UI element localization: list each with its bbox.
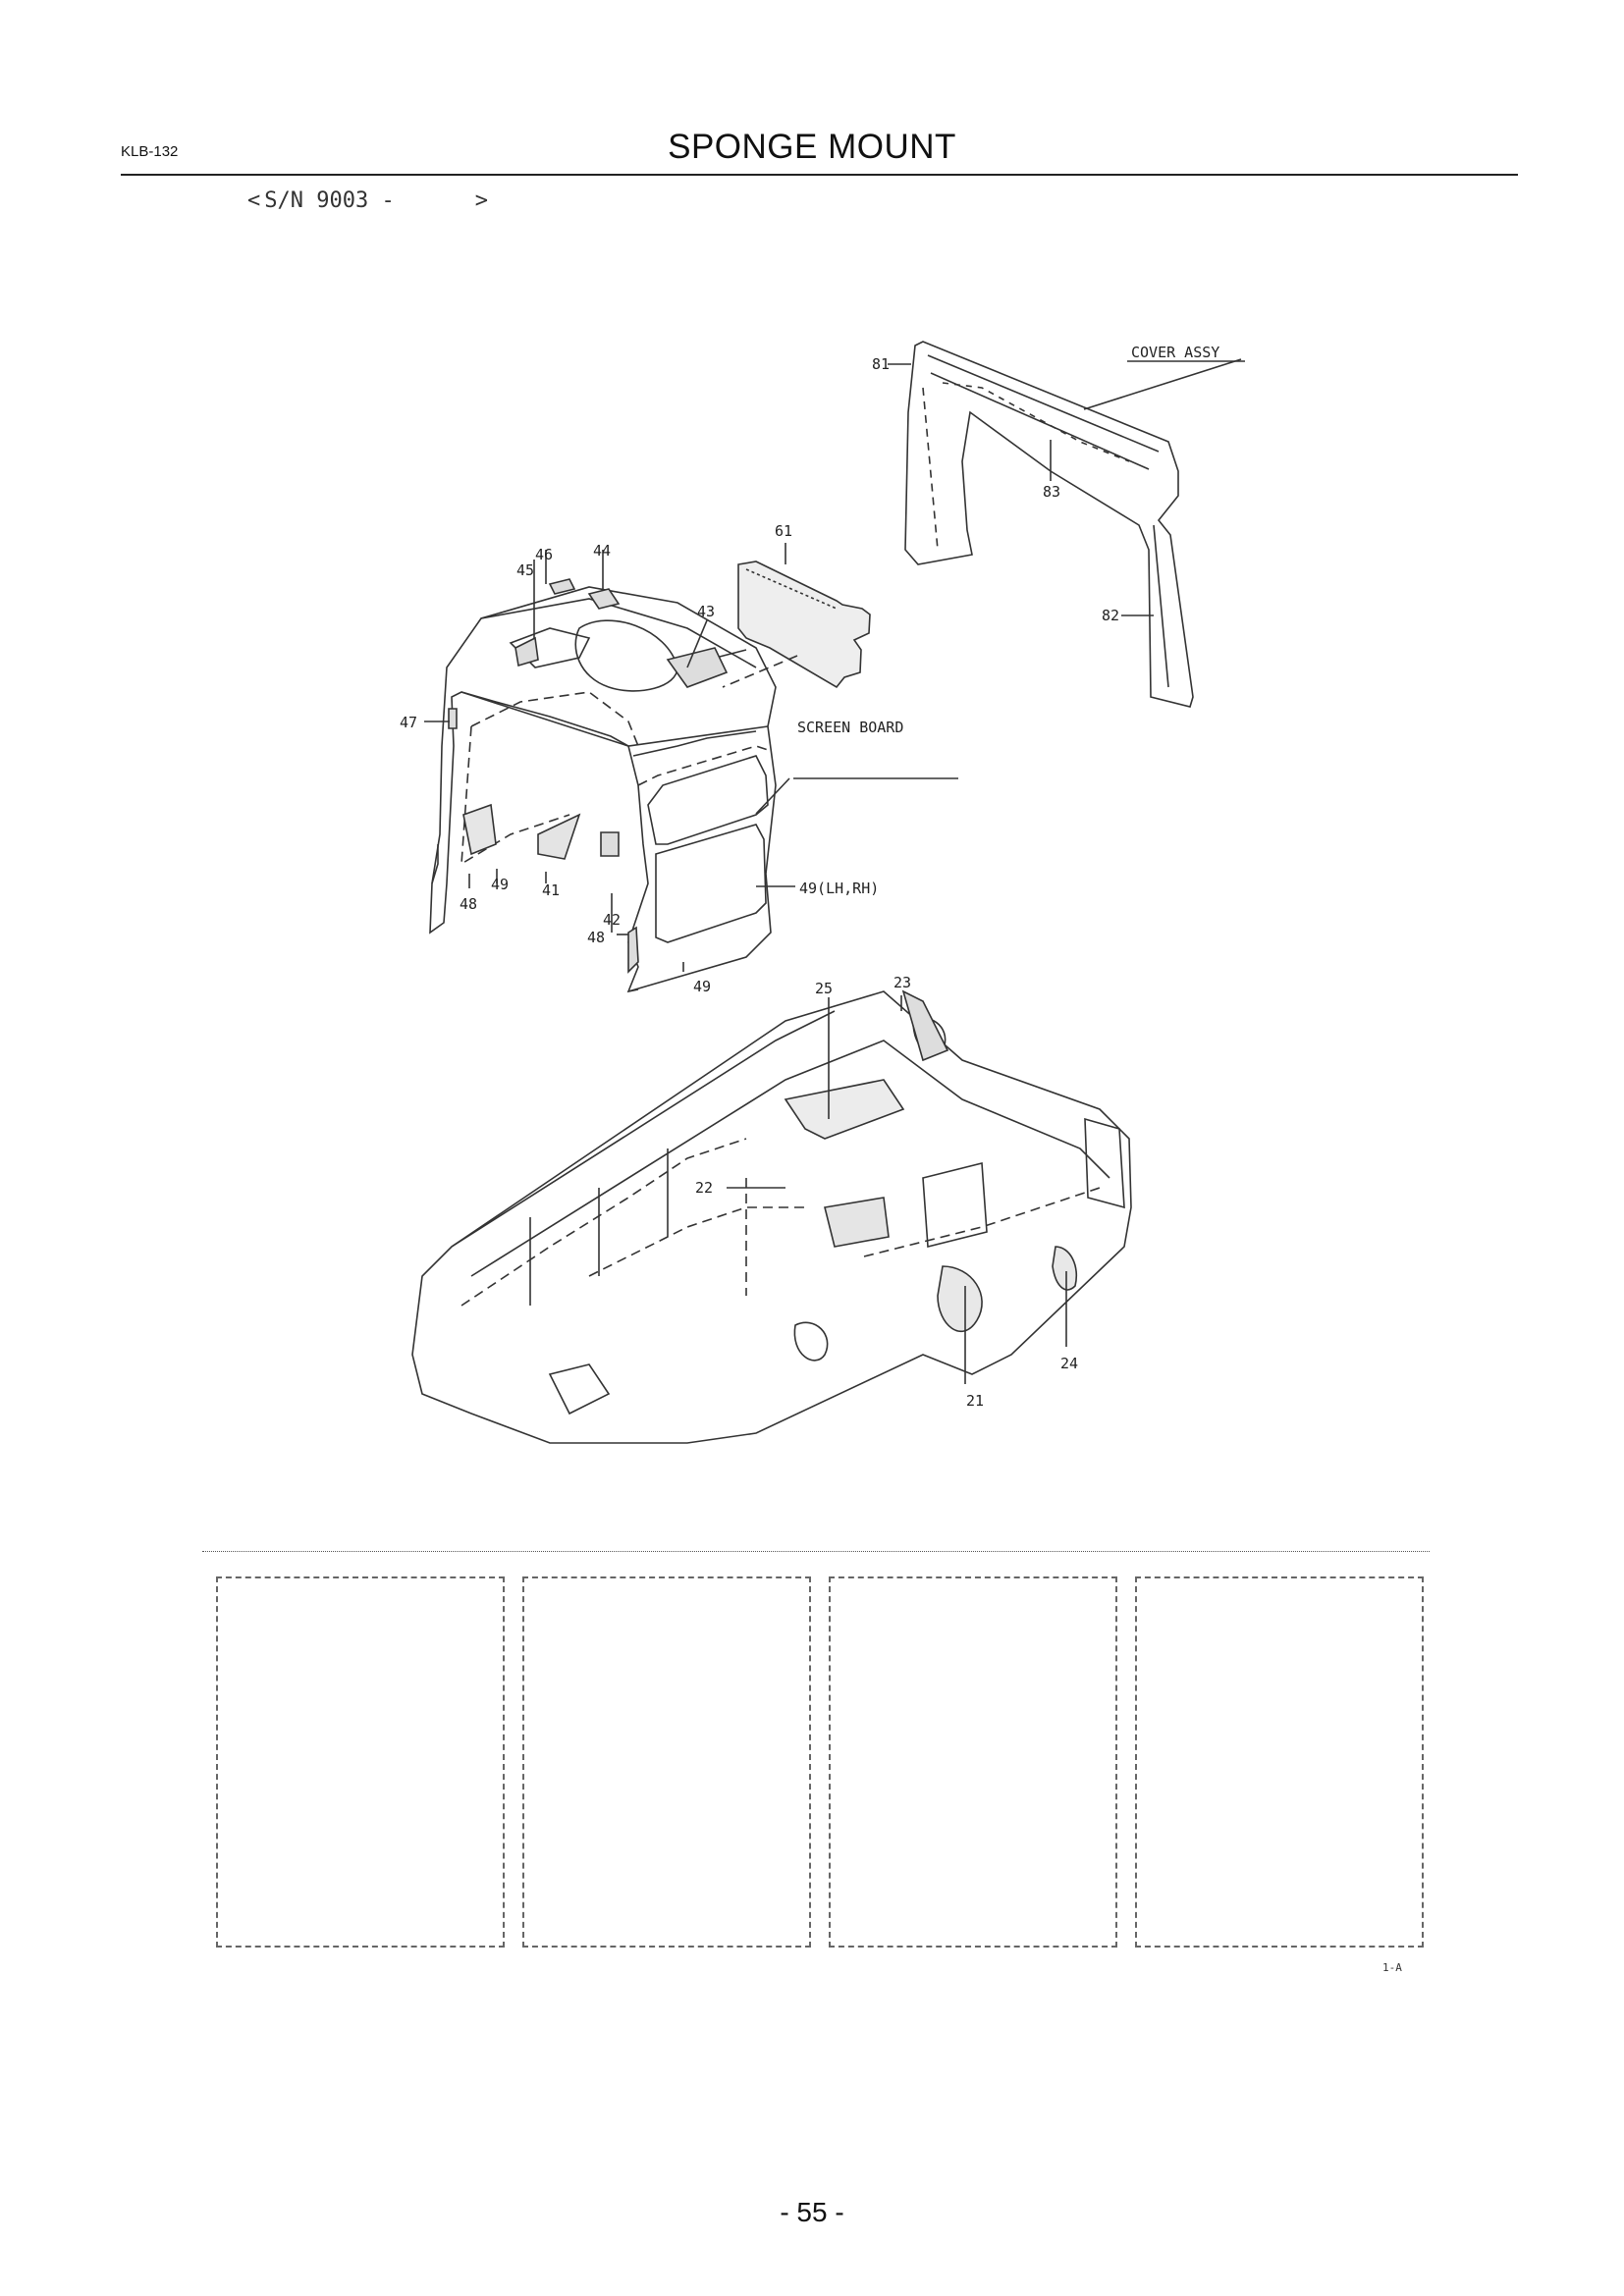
header-rule: [121, 174, 1518, 176]
callout-49-bottom: 49: [693, 978, 711, 995]
callout-44: 44: [593, 542, 611, 560]
callout-43: 43: [697, 603, 715, 620]
callout-41: 41: [542, 881, 560, 899]
notes-box: [829, 1576, 1117, 1948]
callout-47: 47: [400, 714, 417, 731]
callout-46: 46: [535, 546, 553, 563]
notes-box-row: [216, 1576, 1424, 1948]
callout-42: 42: [603, 911, 621, 929]
exploded-parts-diagram: 81 COVER ASSY 83 82 61 46 44 45 43 47 SC…: [400, 341, 1245, 1444]
callout-48-left: 48: [460, 895, 477, 913]
page-reference: 1-A: [1382, 1961, 1402, 1974]
callout-61: 61: [775, 522, 792, 540]
notes-box: [1135, 1576, 1424, 1948]
page-number: - 55 -: [780, 2197, 844, 2227]
callout-23: 23: [893, 974, 911, 991]
section-divider: [202, 1551, 1430, 1552]
callout-screen-board: SCREEN BOARD: [797, 719, 903, 736]
callout-22: 22: [695, 1179, 713, 1197]
callout-45: 45: [516, 561, 534, 579]
callout-81: 81: [872, 355, 890, 373]
callout-83: 83: [1043, 483, 1060, 501]
chassis-frame: [411, 989, 1132, 1444]
model-code: KLB-132: [121, 143, 179, 160]
callout-49-lhrh: 49(LH,RH): [799, 880, 879, 897]
serial-text: S/N 9003 -: [264, 188, 395, 213]
callout-21: 21: [966, 1392, 984, 1410]
notes-box: [522, 1576, 811, 1948]
callout-49-left: 49: [491, 876, 509, 893]
callout-cover-assy: COVER ASSY: [1131, 344, 1219, 361]
screen-board-frame: [429, 578, 777, 993]
cover-assy-frame: [904, 341, 1194, 708]
callout-24: 24: [1060, 1355, 1078, 1372]
serial-close: >: [474, 188, 488, 213]
cover-assy-leader: [1083, 358, 1242, 410]
page-title: SPONGE MOUNT: [668, 128, 956, 166]
serial-range: <S/N 9003 - >: [247, 188, 488, 213]
serial-open: <: [247, 188, 261, 213]
notes-box: [216, 1576, 505, 1948]
callout-82: 82: [1102, 607, 1119, 624]
callout-25: 25: [815, 980, 833, 997]
dashed-61: [722, 655, 798, 688]
sponge-block-61: [737, 561, 871, 689]
callout-48-lower: 48: [587, 929, 605, 946]
